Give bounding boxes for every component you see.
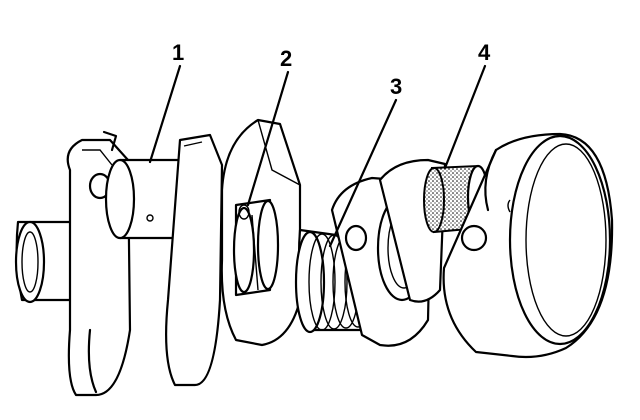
leader-line-3 [328,98,398,248]
leader-line-1 [148,64,182,164]
callout-4: 4 [478,40,491,65]
leader-lines [148,64,487,248]
crankshaft-left-snout [14,220,84,304]
rear-flange [442,132,614,359]
callout-2: 2 [280,46,292,71]
callout-1: 1 [172,40,184,65]
leader-line-2 [246,70,290,207]
crankshaft-web-middle [165,133,224,387]
callout-labels: 1 2 3 4 [172,40,491,99]
leader-line-4 [443,64,487,170]
rod-bearing-journal [232,198,280,297]
callout-3: 3 [390,74,402,99]
